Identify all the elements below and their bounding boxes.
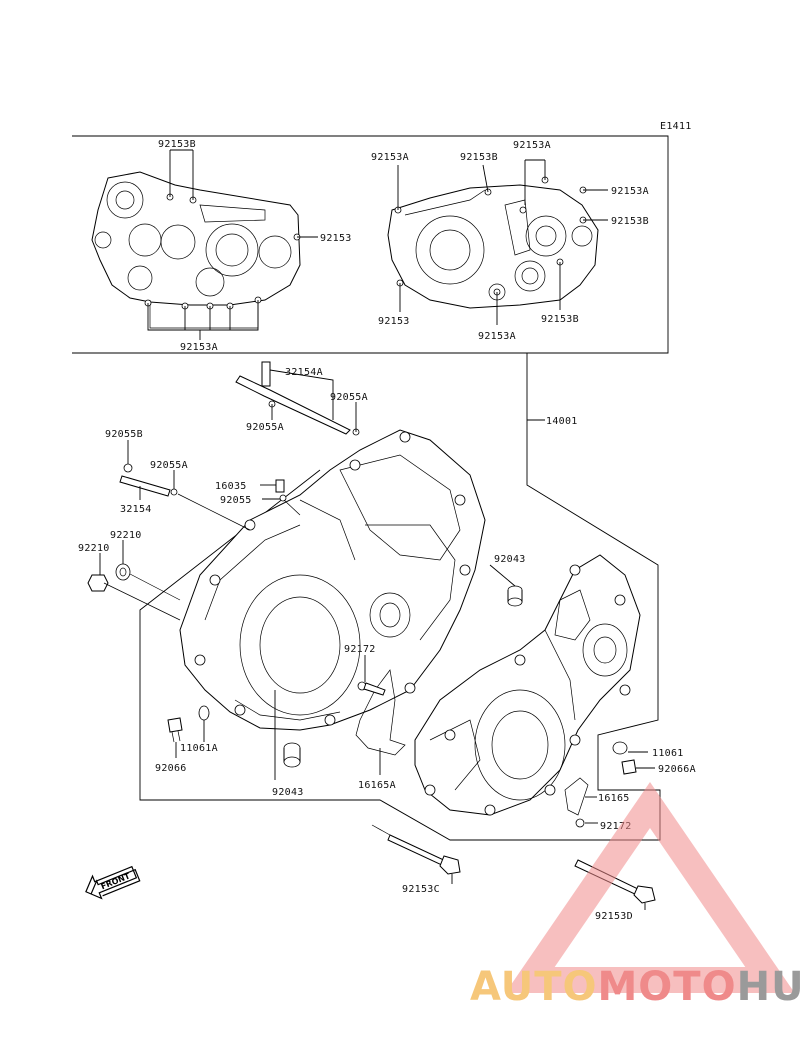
top-inset-frame	[72, 135, 669, 354]
fitting-16035	[275, 479, 301, 516]
right-crankcase	[414, 554, 641, 816]
screw-92172-right	[575, 818, 585, 828]
label-92210-b: 92210	[110, 530, 142, 541]
leader-32154A	[269, 369, 334, 420]
label-92153A-top-left: 92153A	[180, 342, 218, 353]
leader-92153A-tr2	[524, 159, 546, 205]
plug-92066A	[612, 741, 637, 775]
label-14001: 14001	[546, 416, 578, 427]
label-92153A-tr2: 92153A	[513, 140, 551, 151]
plug-92066	[167, 705, 210, 743]
label-16035: 16035	[215, 481, 247, 492]
leader-92043-right	[489, 564, 516, 587]
label-11061A: 11061A	[180, 743, 218, 754]
leader-92153A-tl	[147, 300, 259, 340]
label-32154A: 32154A	[285, 367, 323, 378]
label-92153B-top-left: 92153B	[158, 139, 196, 150]
label-92055A-3: 92055A	[150, 460, 188, 471]
label-16165: 16165	[598, 793, 630, 804]
label-92055: 92055	[220, 495, 252, 506]
watermark-part-hub: HUB	[737, 964, 800, 1010]
washers-92210	[87, 563, 181, 621]
leader-92153B-tl	[169, 149, 194, 200]
leader-92153B-tr1	[482, 164, 489, 193]
label-92055A-1: 92055A	[246, 422, 284, 433]
shaft-32154	[119, 463, 251, 531]
label-92043-right: 92043	[494, 554, 526, 565]
label-92153A-tr3: 92153A	[611, 186, 649, 197]
label-92066A: 92066A	[658, 764, 696, 775]
label-92055A-2: 92055A	[330, 392, 368, 403]
label-92153-top-left: 92153	[320, 233, 352, 244]
label-92153A-tr1: 92153A	[371, 152, 409, 163]
label-92043-bottom: 92043	[272, 787, 304, 798]
bolt-92153C	[371, 824, 461, 875]
label-92055B: 92055B	[105, 429, 143, 440]
dowel-92043-bottom	[283, 742, 301, 768]
label-92153B-tr2: 92153B	[611, 216, 649, 227]
label-92172-center: 92172	[344, 644, 376, 655]
svg-text:AUTOMOTOHUB: AUTOMOTOHUB	[470, 964, 800, 1010]
watermark-part-moto: MOTO	[598, 964, 737, 1010]
gasket-16165A	[355, 669, 406, 756]
label-92210-a: 92210	[78, 543, 110, 554]
label-92153B-tr1: 92153B	[460, 152, 498, 163]
label-32154: 32154	[120, 504, 152, 515]
label-92172-right: 92172	[600, 821, 632, 832]
label-16165A: 16165A	[358, 780, 396, 791]
assembly-frame	[139, 353, 661, 841]
left-crankcase	[179, 429, 486, 731]
watermark-triangle-icon	[505, 782, 795, 993]
label-92153D: 92153D	[595, 911, 633, 922]
label-92153-tr: 92153	[378, 316, 410, 327]
label-11061: 11061	[652, 748, 684, 759]
label-92066: 92066	[155, 763, 187, 774]
gasket-16165	[564, 777, 589, 816]
label-92153B-tr3: 92153B	[541, 314, 579, 325]
screw-92172-center	[357, 681, 386, 696]
diagram-code: E1411	[660, 121, 692, 132]
label-92153A-tr4: 92153A	[478, 331, 516, 342]
dowel-92043-right	[507, 585, 523, 607]
watermark-logo: AUTOMOTOHUB	[470, 782, 800, 1010]
left-case-half-inset	[91, 171, 301, 329]
label-92153C: 92153C	[402, 884, 440, 895]
right-case-half-inset	[387, 184, 599, 309]
watermark-part-auto: AUTO	[470, 964, 598, 1010]
front-arrow-icon: FRONT	[85, 865, 141, 900]
shaft-32154A	[235, 361, 360, 436]
